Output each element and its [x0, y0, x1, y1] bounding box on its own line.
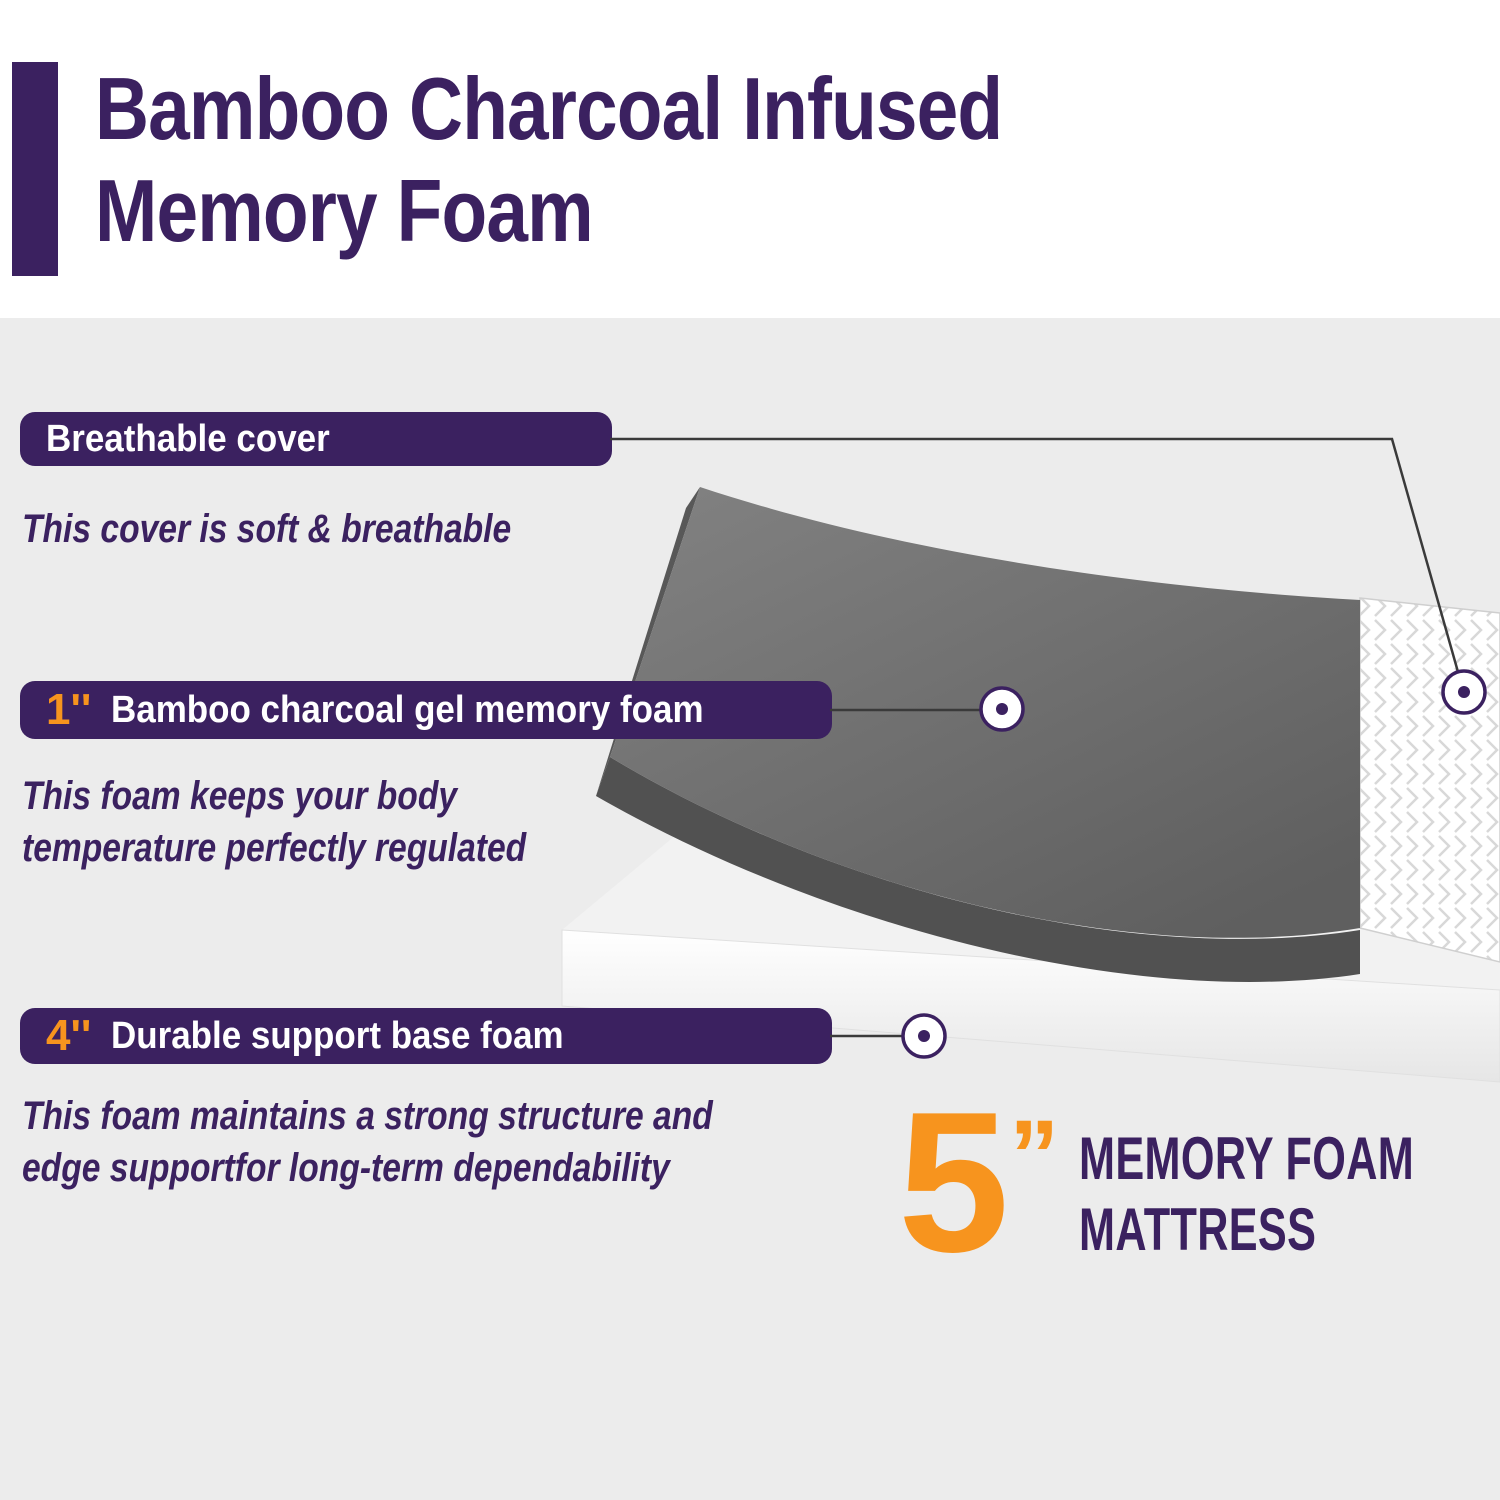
callout-memory-foam-label: Bamboo charcoal gel memory foam: [111, 688, 704, 731]
product-name: MEMORY FOAM MATTRESS: [1079, 1124, 1414, 1266]
callout-base-foam-label: Durable support base foam: [111, 1014, 565, 1057]
memory-foam-front-edge: [596, 757, 1360, 982]
callout-base-foam-description: This foam maintains a strong structure a…: [22, 1090, 713, 1194]
fabric-cover: [1359, 597, 1500, 963]
description-line: temperature perfectly regulated: [22, 826, 527, 870]
product-name-line-1: MEMORY FOAM: [1079, 1125, 1415, 1192]
product-size-badge: 5 ” MEMORY FOAM MATTRESS: [898, 1071, 1500, 1294]
page-title-line-2: Memory Foam: [95, 161, 594, 261]
product-size-unit: ”: [1009, 1100, 1060, 1212]
callout-breathable-cover-description: This cover is soft & breathable: [22, 503, 511, 555]
title-accent-bar: [12, 62, 58, 276]
callout-memory-foam-pill: 1'' Bamboo charcoal gel memory foam: [20, 681, 832, 739]
description-line: edge supportfor long-term dependability: [22, 1146, 670, 1190]
description-line: This foam maintains a strong structure a…: [22, 1094, 713, 1138]
description-line: This foam keeps your body: [22, 774, 458, 818]
callout-memory-foam-size: 1'': [46, 685, 92, 734]
product-size-number: 5: [898, 1071, 1010, 1294]
callout-breathable-cover-pill: Breathable cover: [20, 412, 612, 466]
callout-memory-foam-description: This foam keeps your body temperature pe…: [22, 770, 526, 874]
page-title-line-1: Bamboo Charcoal Infused: [95, 59, 1003, 158]
callout-base-foam-pill: 4'' Durable support base foam: [20, 1008, 832, 1064]
description-line: This cover is soft & breathable: [22, 507, 512, 551]
product-name-line-2: MATTRESS: [1079, 1195, 1317, 1263]
callout-base-foam-size: 4'': [46, 1011, 92, 1060]
page-title: Bamboo Charcoal Infused Memory Foam: [95, 58, 1003, 262]
callout-breathable-cover-label: Breathable cover: [46, 417, 330, 460]
